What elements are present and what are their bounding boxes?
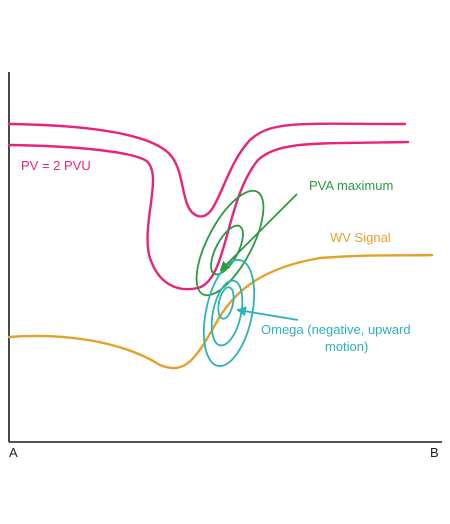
wv-signal-label: WV Signal [330, 230, 391, 245]
pva-maximum-label: PVA maximum [309, 178, 393, 193]
axes: A B [8, 72, 442, 460]
omega-label-line2: motion) [325, 339, 368, 354]
pv-contour-label: PV = 2 PVU [21, 158, 91, 173]
omega-contour-inner [217, 286, 235, 320]
pva-maximum-contours [195, 189, 265, 297]
omega-contour-outer [202, 259, 256, 367]
omega-arrow [236, 306, 299, 321]
pv-contour-upper [7, 122, 407, 218]
axis-label-a: A [9, 445, 18, 460]
pva-arrow [219, 193, 298, 272]
axis-label-b: B [430, 445, 439, 460]
pva-contour-outer [195, 189, 265, 297]
pv-contour-lower [7, 140, 410, 291]
omega-label-line1: Omega (negative, upward [261, 322, 411, 337]
wv-signal-curve [7, 253, 434, 370]
